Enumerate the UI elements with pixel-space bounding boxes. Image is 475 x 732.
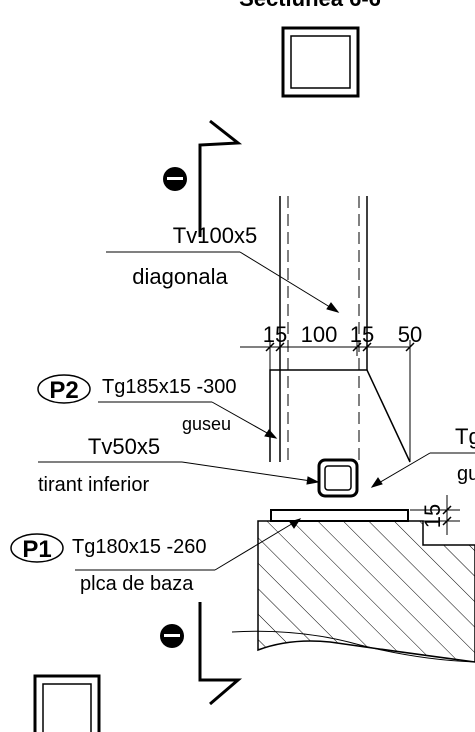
top-section-square bbox=[281, 26, 360, 98]
dim-15-left: 15 bbox=[263, 322, 287, 347]
p2-role: guseu bbox=[182, 414, 231, 434]
tie-role: tirant inferior bbox=[38, 474, 149, 496]
dimension-line-horizontal bbox=[240, 340, 415, 462]
p2-tag-oval bbox=[37, 374, 91, 404]
section-cut-mark-bottom bbox=[160, 602, 243, 706]
diagonal-tube bbox=[279, 196, 368, 462]
diagonal-role: diagonala bbox=[132, 264, 228, 289]
p2-tag: P2 bbox=[49, 377, 78, 404]
p1-size: Tg180x15 -260 bbox=[72, 536, 207, 558]
dim-15-right: 15 bbox=[350, 322, 374, 347]
bottom-section-square bbox=[33, 674, 101, 732]
p1-role: plca de baza bbox=[80, 573, 194, 595]
section-cut-mark-top bbox=[163, 119, 243, 237]
dim-100: 100 bbox=[301, 322, 338, 347]
p2-size: Tg185x15 -300 bbox=[102, 376, 237, 398]
dim-50: 50 bbox=[398, 322, 422, 347]
p1-tag: P1 bbox=[22, 536, 51, 563]
base-plate bbox=[270, 509, 409, 522]
concrete-foundation bbox=[231, 520, 475, 663]
tie-name: Tv50x5 bbox=[88, 434, 160, 459]
right-cut-role: gu bbox=[457, 463, 475, 485]
tie-tube-section bbox=[317, 458, 359, 498]
section-title: Sectiunea 6-6 bbox=[239, 0, 381, 11]
diagonal-name: Tv100x5 bbox=[173, 223, 257, 248]
p1-tag-oval bbox=[10, 533, 64, 563]
dim-15-vertical: 15 bbox=[420, 504, 445, 528]
right-cut-name: Tg bbox=[455, 424, 475, 449]
leader-lines bbox=[38, 251, 475, 571]
gusset-plate bbox=[269, 369, 411, 463]
